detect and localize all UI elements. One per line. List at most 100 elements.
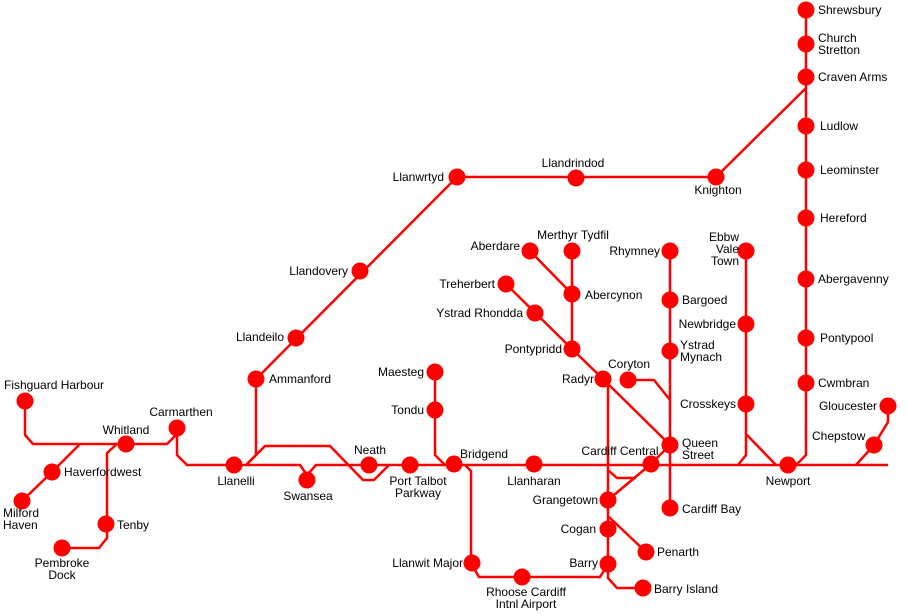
station-chepstow[interactable]	[865, 436, 883, 454]
station-ebbw-vale-town[interactable]	[737, 242, 755, 260]
station-barry[interactable]	[599, 555, 617, 573]
station-ammanford[interactable]	[247, 370, 265, 388]
station-fishguard-harbour[interactable]	[16, 392, 34, 410]
station-llanharan[interactable]	[525, 455, 543, 473]
station-label-penarth: Penarth	[657, 545, 699, 559]
track-segment	[62, 443, 118, 550]
station-label-aberdare: Aberdare	[471, 239, 521, 253]
station-bargoed[interactable]	[661, 291, 679, 309]
station-crosskeys[interactable]	[737, 395, 755, 413]
station-ystrad-mynach[interactable]	[661, 342, 679, 360]
track-segment	[175, 428, 888, 478]
station-craven-arms[interactable]	[797, 68, 815, 86]
station-label-pontypool: Pontypool	[820, 331, 873, 345]
station-merthyr-tydfil[interactable]	[563, 242, 581, 260]
station-gloucester[interactable]	[879, 397, 897, 415]
station-label-ludlow: Ludlow	[820, 119, 858, 133]
station-cardiff-central[interactable]	[642, 455, 660, 473]
station-hereford[interactable]	[797, 209, 815, 227]
station-label-fishguard-harbour: Fishguard Harbour	[4, 378, 104, 392]
station-shrewsbury[interactable]	[797, 1, 815, 19]
station-queen-street[interactable]	[661, 436, 679, 454]
station-rhymney[interactable]	[661, 242, 679, 260]
station-label-llandrindod: Llandrindod	[542, 156, 605, 170]
track-segment	[529, 250, 573, 295]
station-label-newport: Newport	[766, 474, 811, 488]
station-radyr[interactable]	[594, 370, 612, 388]
track-segment	[607, 469, 636, 480]
station-knighton[interactable]	[707, 168, 725, 186]
station-abergavenny[interactable]	[797, 270, 815, 288]
station-cardiff-bay[interactable]	[661, 499, 679, 517]
station-aberdare[interactable]	[521, 242, 539, 260]
track-segment	[433, 372, 446, 466]
track-segment	[628, 378, 671, 401]
station-pembroke-dock[interactable]	[53, 539, 71, 557]
station-newbridge[interactable]	[737, 315, 755, 333]
station-label-hereford: Hereford	[820, 211, 867, 225]
station-barry-island[interactable]	[634, 579, 652, 597]
station-bridgend[interactable]	[445, 455, 463, 473]
station-label-llandovery: Llandovery	[289, 264, 348, 278]
station-cwmbran[interactable]	[797, 374, 815, 392]
station-label-tenby: Tenby	[117, 518, 149, 532]
station-label-chepstow: Chepstow	[812, 429, 866, 443]
station-label-llandeilo: Llandeilo	[236, 330, 284, 344]
station-church-stretton[interactable]	[797, 35, 815, 53]
station-label-ystrad-rhondda: Ystrad Rhondda	[436, 306, 523, 320]
track-segment	[23, 401, 178, 446]
station-carmarthen[interactable]	[168, 419, 186, 437]
station-label-grangetown: Grangetown	[533, 493, 598, 507]
station-label-whitland: Whitland	[103, 423, 150, 437]
stations	[13, 1, 897, 597]
track-segment	[745, 433, 777, 466]
station-label-bargoed: Bargoed	[682, 293, 727, 307]
station-coryton[interactable]	[619, 371, 637, 389]
station-leominster[interactable]	[797, 161, 815, 179]
station-maesteg[interactable]	[426, 363, 444, 381]
station-llandovery[interactable]	[351, 262, 369, 280]
station-llandeilo[interactable]	[287, 329, 305, 347]
station-pontypool[interactable]	[797, 329, 815, 347]
station-swansea[interactable]	[298, 471, 316, 489]
station-rhoose[interactable]	[513, 568, 531, 586]
station-haverfordwest[interactable]	[43, 463, 61, 481]
station-label-tondu: Tondu	[391, 403, 424, 417]
track-lines	[21, 10, 890, 590]
station-llandrindod[interactable]	[567, 169, 585, 187]
station-label-coryton: Coryton	[608, 357, 650, 371]
station-llanelli[interactable]	[225, 456, 243, 474]
station-grangetown[interactable]	[599, 491, 617, 509]
station-tenby[interactable]	[97, 515, 115, 533]
station-tondu[interactable]	[426, 401, 444, 419]
station-whitland[interactable]	[117, 435, 135, 453]
station-penarth[interactable]	[637, 543, 655, 561]
station-cogan[interactable]	[599, 520, 617, 538]
station-milford-haven[interactable]	[13, 492, 31, 510]
station-newport[interactable]	[779, 456, 797, 474]
station-llanwit-major[interactable]	[463, 554, 481, 572]
station-label-neath: Neath	[354, 443, 386, 457]
station-pontypridd[interactable]	[563, 340, 581, 358]
station-llanwrtyd[interactable]	[448, 168, 466, 186]
station-neath[interactable]	[360, 456, 378, 474]
station-label-barry-island: Barry Island	[654, 582, 718, 596]
station-ludlow[interactable]	[797, 117, 815, 135]
station-label-llanwit-major: Llanwit Major	[392, 556, 463, 570]
station-label-knighton: Knighton	[694, 183, 741, 197]
station-label-gloucester: Gloucester	[819, 399, 877, 413]
station-abercynon[interactable]	[563, 285, 581, 303]
station-label-carmarthen: Carmarthen	[149, 405, 212, 419]
station-ystrad-rhondda[interactable]	[526, 304, 544, 322]
station-port-talbot[interactable]	[401, 456, 419, 474]
station-label-crosskeys: Crosskeys	[680, 397, 736, 411]
station-label-cardiff-central: Cardiff Central	[581, 444, 658, 458]
station-treherbert[interactable]	[497, 275, 515, 293]
